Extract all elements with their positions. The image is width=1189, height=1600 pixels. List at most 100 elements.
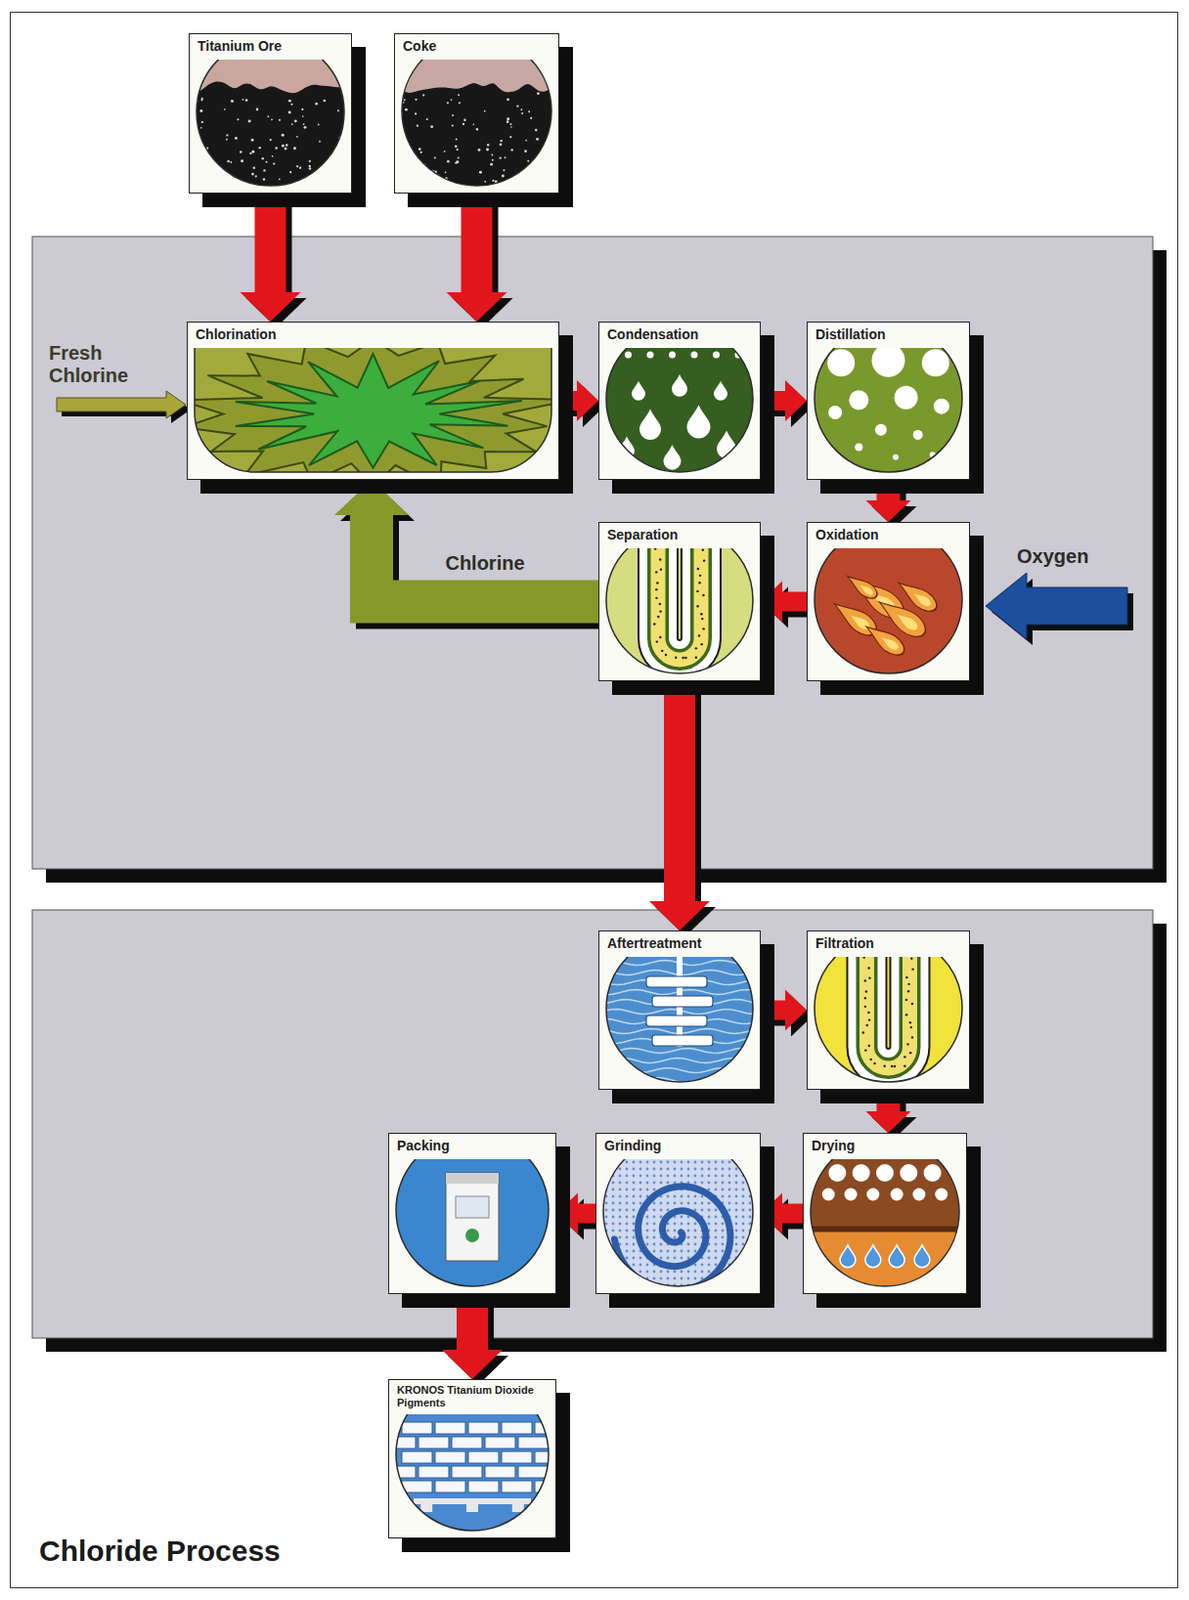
bag-stack bbox=[484, 1437, 516, 1450]
speck bbox=[489, 163, 493, 167]
particle bbox=[873, 1062, 876, 1065]
speck bbox=[499, 157, 502, 160]
flame-outer bbox=[893, 575, 941, 617]
powder-grain bbox=[639, 1189, 643, 1192]
process-box: Aftertreatment bbox=[598, 930, 761, 1091]
illustration-frame bbox=[396, 1159, 549, 1287]
powder-grain bbox=[605, 1182, 609, 1186]
flame-outer bbox=[843, 571, 881, 603]
speck bbox=[226, 160, 230, 164]
water-drop bbox=[839, 1245, 856, 1269]
speck bbox=[484, 110, 486, 113]
powder-grain bbox=[748, 1175, 752, 1179]
flow-arrow bbox=[446, 193, 514, 328]
flame-outer bbox=[861, 619, 909, 661]
powder-grain bbox=[687, 1236, 691, 1240]
speck bbox=[308, 165, 310, 168]
powder-grain bbox=[653, 1271, 657, 1275]
particle bbox=[864, 1049, 867, 1052]
illustration-frame bbox=[396, 59, 559, 192]
pigment-ball bbox=[924, 1164, 942, 1183]
powder-grain bbox=[618, 1277, 622, 1281]
speck bbox=[528, 110, 530, 113]
speck bbox=[289, 171, 292, 174]
process-illustration bbox=[596, 1134, 760, 1294]
powder-grain bbox=[694, 1175, 698, 1179]
arrow-body bbox=[760, 581, 807, 623]
vapour-bubble bbox=[872, 348, 906, 378]
illustration-content bbox=[814, 348, 963, 473]
powder-grain bbox=[694, 1182, 698, 1186]
speck bbox=[516, 105, 519, 108]
arrow-body bbox=[559, 380, 599, 422]
powder-grain bbox=[701, 1202, 705, 1206]
speck bbox=[293, 146, 297, 150]
powder-grain bbox=[673, 1271, 677, 1275]
particle bbox=[701, 643, 704, 646]
finishing-panel bbox=[32, 910, 1153, 1339]
speck bbox=[485, 147, 489, 151]
powder-grain bbox=[632, 1182, 636, 1186]
speck bbox=[499, 139, 502, 142]
speck bbox=[201, 121, 204, 124]
speck bbox=[259, 146, 262, 149]
powder-grain bbox=[673, 1257, 677, 1261]
arrow-body-line bbox=[781, 1204, 803, 1225]
droplet bbox=[668, 352, 676, 359]
reaction-outline bbox=[194, 348, 552, 473]
powder-grain bbox=[646, 1243, 650, 1247]
powder-grain bbox=[735, 1250, 739, 1254]
illustration-content bbox=[194, 348, 552, 473]
powder-grain bbox=[612, 1277, 616, 1281]
particle bbox=[910, 1026, 913, 1029]
process-box: Condensation bbox=[598, 321, 761, 481]
speck bbox=[434, 157, 437, 160]
particle bbox=[695, 657, 698, 660]
particle bbox=[655, 588, 658, 591]
particle bbox=[660, 568, 662, 571]
node-label: Titanium Ore bbox=[189, 34, 352, 54]
speck bbox=[265, 161, 268, 164]
node-label: Filtration bbox=[807, 931, 969, 952]
powder-grain bbox=[605, 1250, 609, 1254]
powder-grain bbox=[694, 1236, 698, 1240]
speck bbox=[536, 91, 540, 95]
powder-grain bbox=[748, 1202, 752, 1206]
powder-grain bbox=[666, 1250, 670, 1254]
powder-grain bbox=[687, 1277, 691, 1281]
particle bbox=[910, 957, 913, 960]
speck bbox=[205, 163, 208, 166]
particle bbox=[870, 1058, 873, 1061]
arrow-body-line bbox=[371, 514, 599, 603]
speck bbox=[456, 148, 459, 151]
powder-grain bbox=[701, 1168, 705, 1172]
illustration-frame bbox=[190, 59, 352, 192]
stream-label: Fresh Chlorine bbox=[48, 342, 159, 388]
powder-grain bbox=[714, 1161, 718, 1165]
powder-grain bbox=[714, 1175, 718, 1179]
particle bbox=[681, 657, 684, 660]
speck bbox=[455, 160, 459, 164]
speck bbox=[251, 173, 255, 177]
powder-grain bbox=[660, 1175, 663, 1179]
speck bbox=[502, 169, 505, 172]
speck bbox=[290, 103, 293, 106]
powder-grain bbox=[680, 1195, 684, 1199]
powder-grain bbox=[632, 1175, 636, 1179]
powder-grain bbox=[632, 1250, 636, 1254]
powder-grain bbox=[666, 1257, 670, 1261]
powder-grain bbox=[666, 1277, 670, 1281]
speck bbox=[486, 143, 489, 146]
vapour-bubble bbox=[854, 443, 863, 452]
powder-grain bbox=[735, 1189, 739, 1192]
speck bbox=[418, 147, 422, 151]
arrow-body-head bbox=[649, 901, 710, 931]
powder-grain bbox=[748, 1250, 752, 1254]
powder-grain bbox=[728, 1277, 732, 1281]
node-label: Grinding bbox=[596, 1134, 760, 1154]
illustration-frame bbox=[606, 348, 753, 473]
powder-grain bbox=[612, 1161, 616, 1165]
powder-grain bbox=[748, 1209, 752, 1213]
tube-centre bbox=[658, 548, 702, 661]
